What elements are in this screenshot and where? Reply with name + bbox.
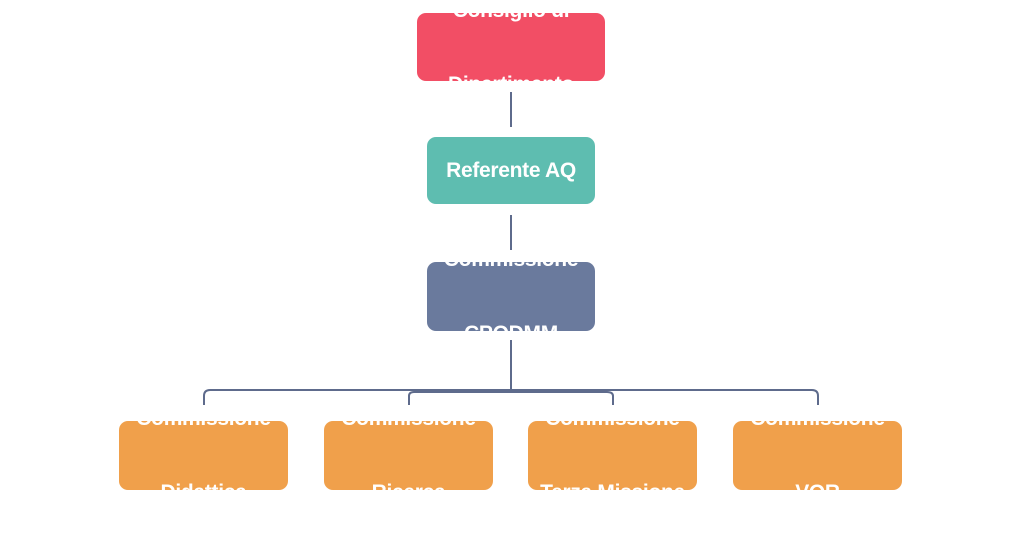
- connector-leaves-bracket: [203, 389, 819, 405]
- node-terza-missione-line2: Terza Missione: [540, 481, 685, 504]
- node-didattica-line1: Commissione: [136, 407, 271, 430]
- node-vqr-line1: Commissione: [750, 407, 885, 430]
- node-ricerca-line1: Commissione: [341, 407, 476, 430]
- node-commissione-didattica: Commissione Didattica: [119, 407, 288, 504]
- node-commissione-vqr: Commissione VQR: [733, 407, 902, 504]
- node-terza-missione-line1: Commissione: [545, 407, 680, 430]
- node-consiglio-line2: Dipartimento: [448, 72, 574, 96]
- node-referente-label: Referente AQ: [446, 159, 576, 182]
- org-chart: Consiglio di Dipartimento Referente AQ C…: [119, 0, 902, 504]
- node-referente-aq: Referente AQ: [427, 137, 595, 204]
- node-cpqdmm-line1: Commissione: [443, 248, 579, 271]
- node-ricerca-line2: Ricerca: [371, 481, 446, 504]
- node-commissione-ricerca: Commissione Ricerca: [324, 407, 493, 504]
- node-commissione-cpqdmm: Commissione CPQDMM: [427, 248, 595, 345]
- node-consiglio-line1: Consiglio di: [452, 0, 570, 22]
- connector-leaves-inner-bracket: [408, 391, 614, 405]
- node-vqr-line2: VQR: [795, 481, 840, 504]
- node-commissione-terza-missione: Commissione Terza Missione: [528, 407, 697, 504]
- node-didattica-line2: Didattica: [160, 481, 247, 504]
- connector-lines: [203, 92, 819, 405]
- node-cpqdmm-line2: CPQDMM: [464, 322, 558, 345]
- node-consiglio-di-dipartimento: Consiglio di Dipartimento: [417, 0, 605, 96]
